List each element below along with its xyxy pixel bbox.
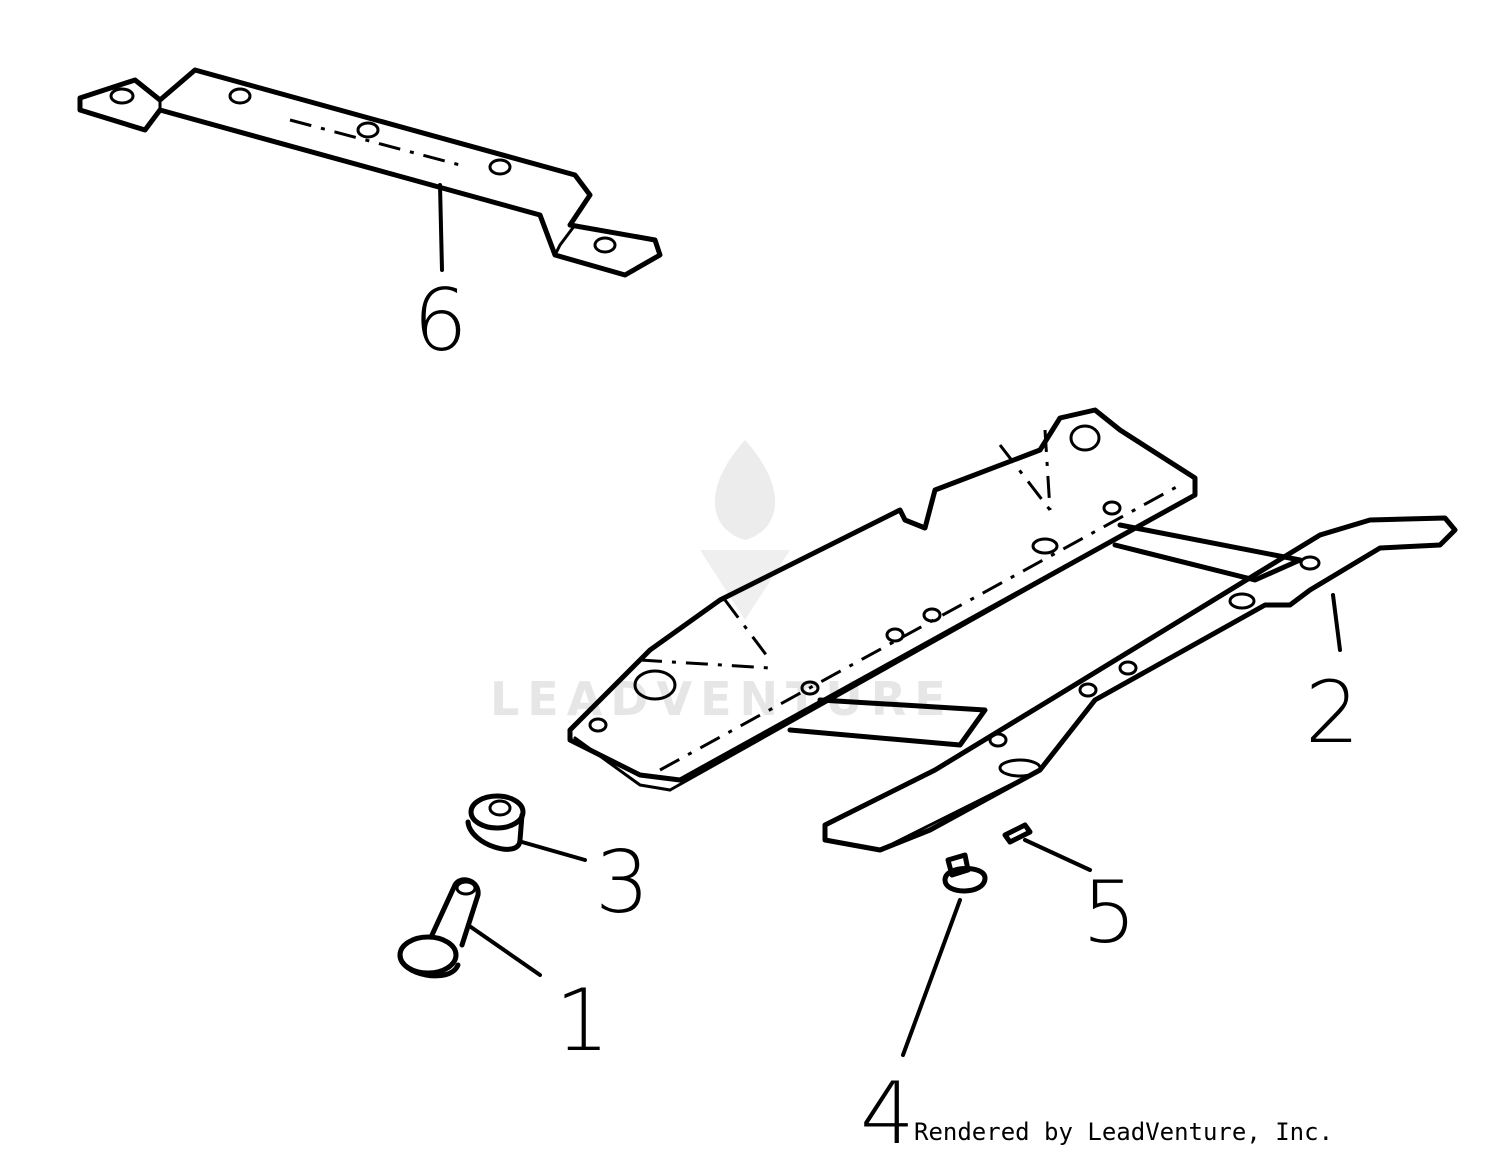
callout-3[interactable]: 3 [595, 833, 650, 933]
callout-5[interactable]: 5 [1082, 863, 1137, 963]
callout-4[interactable]: 4 [860, 1064, 915, 1157]
leader-2 [1331, 593, 1342, 652]
part-5-spring[interactable] [1002, 822, 1033, 845]
leader-3 [520, 840, 587, 862]
leader-1 [466, 923, 542, 977]
part-3-spacer[interactable] [465, 793, 526, 852]
part-4-screw[interactable] [942, 852, 988, 894]
callout-1[interactable]: 1 [555, 971, 610, 1071]
leader-5 [1023, 838, 1092, 872]
callout-numbers: 1 2 3 4 5 6 [413, 271, 1360, 1157]
flame-icon [714, 440, 776, 540]
callout-2[interactable]: 2 [1305, 663, 1360, 763]
leader-4 [901, 898, 962, 1057]
part-6-bracket[interactable] [77, 67, 663, 278]
leader-6 [438, 183, 444, 272]
watermark-text: LEADVENTURE [490, 672, 954, 726]
callout-6[interactable]: 6 [413, 271, 468, 371]
part-2-frame[interactable] [567, 407, 1458, 853]
render-credit: Rendered by LeadVenture, Inc. [914, 1118, 1334, 1146]
part-1-bolt[interactable] [397, 877, 481, 979]
leadventure-watermark: LEADVENTURE [490, 440, 954, 726]
leader-lines [438, 183, 1342, 1057]
